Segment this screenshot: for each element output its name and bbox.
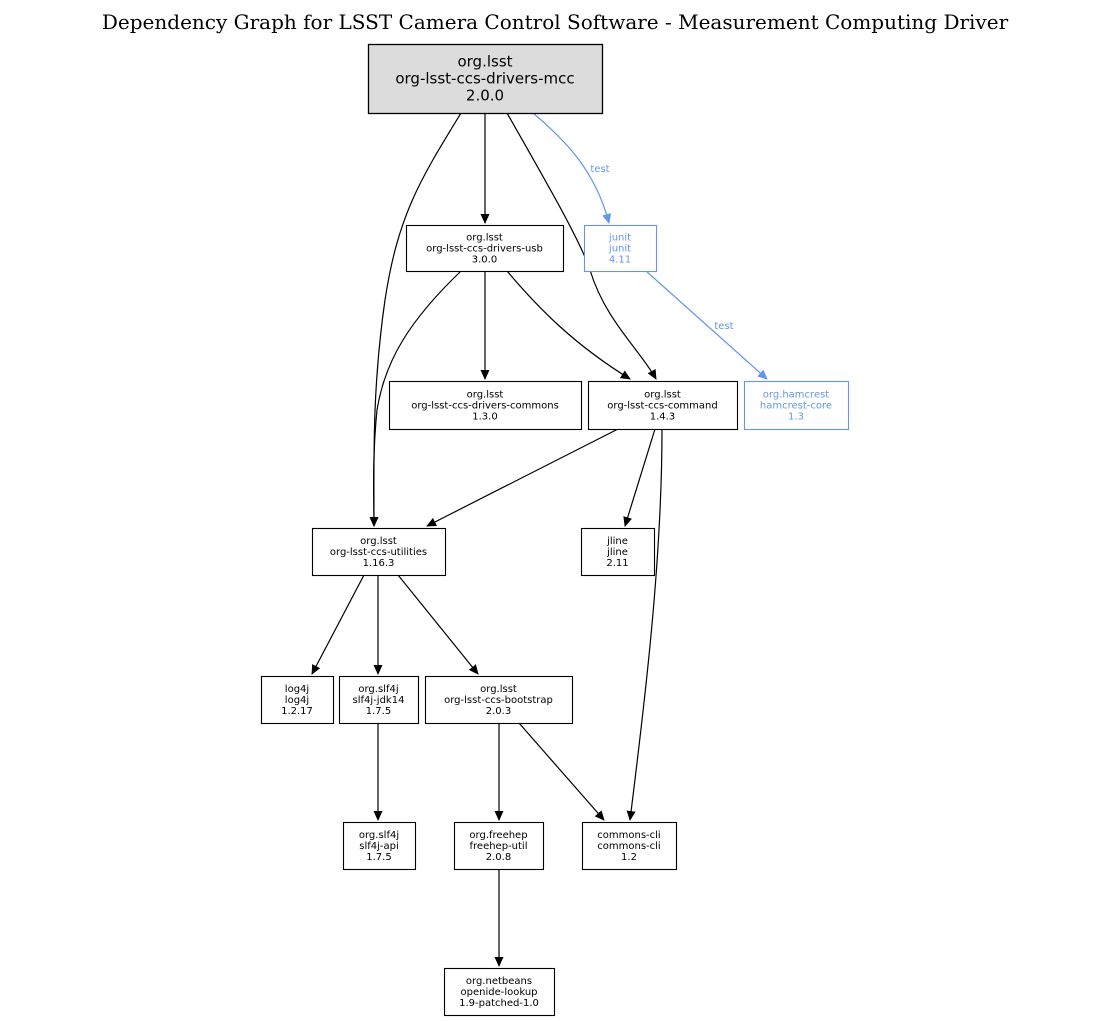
node-version: 1.9-patched-1.0 <box>459 998 539 1009</box>
edge-utilities-to-bootstrap <box>397 574 479 675</box>
nodes-layer: org.lsstorg-lsst-ccs-drivers-mcc2.0.0org… <box>260 43 850 1017</box>
node-group: org.slf4j <box>358 684 398 695</box>
edge-command-to-cli <box>626 428 663 821</box>
graph-title: Dependency Graph for LSST Camera Control… <box>102 10 1009 34</box>
node-box <box>580 527 656 577</box>
node-artifact: org-lsst-ccs-utilities <box>330 547 427 558</box>
edge-command-to-jline <box>623 428 656 527</box>
node-artifact: commons-cli <box>597 841 660 852</box>
node-group: org.freehep <box>469 830 527 841</box>
node-box <box>338 675 420 725</box>
node-version: 2.0.3 <box>486 706 511 717</box>
node-artifact: log4j <box>285 695 309 706</box>
node-group: org.lsst <box>644 390 681 401</box>
edge-bootstrap-to-cli <box>518 722 605 821</box>
node-version: 2.0.0 <box>466 87 504 105</box>
node-artifact: junit <box>608 244 631 255</box>
node-version: 1.3.0 <box>472 412 497 423</box>
node-group: junit <box>608 233 631 244</box>
node-group: org.lsst <box>480 684 517 695</box>
edge-label: test <box>590 164 609 175</box>
node-artifact: org-lsst-ccs-drivers-mcc <box>395 70 574 88</box>
edge-usb-to-utilities <box>369 270 462 527</box>
edges-layer: test test <box>311 112 768 967</box>
node-artifact: hamcrest-core <box>760 401 832 412</box>
node-box <box>453 821 545 871</box>
node-box <box>743 380 850 431</box>
node-version: 3.0.0 <box>472 255 497 266</box>
node-artifact: jline <box>606 547 628 558</box>
node-artifact: openide-lookup <box>460 987 537 998</box>
node-box <box>367 43 604 115</box>
node-artifact: slf4j-api <box>359 841 399 852</box>
node-box <box>424 675 574 725</box>
node-version: 1.3 <box>788 412 804 423</box>
node-box <box>583 224 658 273</box>
node-box <box>405 224 565 273</box>
edge-usb-to-command <box>506 270 631 380</box>
node-group: jline <box>606 536 628 547</box>
node-artifact: slf4j-jdk14 <box>353 695 405 706</box>
node-lookup: org.netbeansopenide-lookup1.9-patched-1.… <box>443 967 556 1017</box>
node-box <box>581 821 678 871</box>
node-box <box>342 821 417 871</box>
node-group: org.lsst <box>466 233 503 244</box>
node-box <box>587 380 739 431</box>
node-box <box>260 675 335 725</box>
node-version: 2.0.8 <box>486 852 511 863</box>
node-version: 1.2.17 <box>281 706 313 717</box>
node-artifact: org-lsst-ccs-drivers-commons <box>411 401 559 412</box>
node-group: org.hamcrest <box>763 390 830 401</box>
node-artifact: freehep-util <box>470 841 528 852</box>
node-box <box>443 967 556 1017</box>
edge-mcc-to-junit <box>532 112 612 224</box>
node-box <box>388 380 583 431</box>
node-artifact: org-lsst-ccs-drivers-usb <box>426 244 543 255</box>
node-artifact: org-lsst-ccs-bootstrap <box>444 695 553 706</box>
node-group: commons-cli <box>597 830 660 841</box>
node-box <box>311 527 447 577</box>
edge-command-to-utilities <box>426 428 619 527</box>
node-version: 1.4.3 <box>650 412 675 423</box>
edge-utilities-to-log4j <box>311 574 365 675</box>
node-group: log4j <box>285 684 309 695</box>
node-version: 1.2 <box>621 852 637 863</box>
node-group: org.slf4j <box>359 830 399 841</box>
node-group: org.netbeans <box>466 976 532 987</box>
node-artifact: org-lsst-ccs-command <box>607 401 717 412</box>
node-version: 1.7.5 <box>366 706 391 717</box>
node-commons: org.lsstorg-lsst-ccs-drivers-commons1.3.… <box>388 380 583 431</box>
node-group: org.lsst <box>467 390 504 401</box>
node-version: 1.7.5 <box>366 852 391 863</box>
edge-label: test <box>714 321 733 332</box>
node-version: 4.11 <box>609 255 631 266</box>
node-version: 1.16.3 <box>363 558 395 569</box>
node-group: org.lsst <box>360 536 397 547</box>
node-version: 2.11 <box>606 558 628 569</box>
node-group: org.lsst <box>457 53 512 71</box>
edge-junit-to-hamcrest <box>645 270 768 380</box>
